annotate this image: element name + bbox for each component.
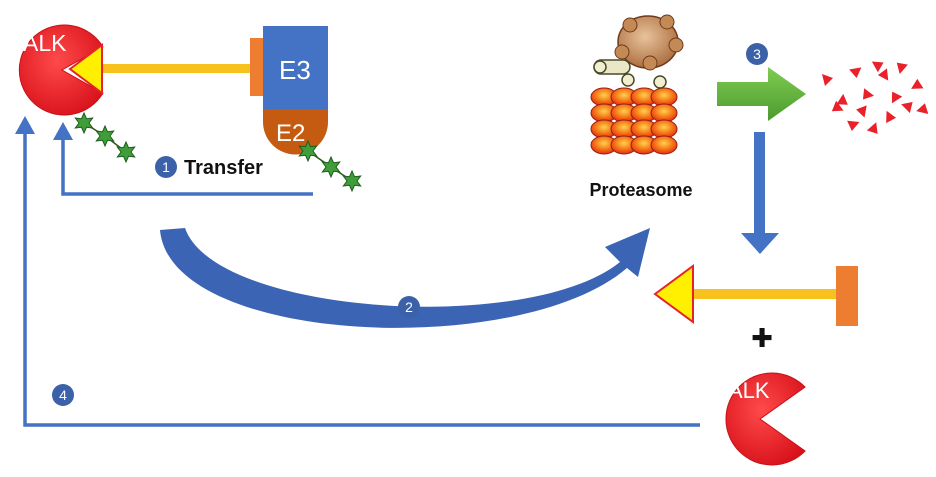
alk-target-protein-top: ALK (18, 24, 104, 116)
degradation-arrow (717, 67, 806, 121)
alk-label-bottom: ALK (728, 378, 770, 403)
curved-arrow-to-proteasome (160, 228, 650, 328)
protein-fragment (856, 105, 867, 118)
transfer-label: Transfer (184, 157, 263, 179)
protein-fragment (886, 110, 897, 124)
proteasome-label: Proteasome (589, 180, 692, 200)
ubiquitin-icon (95, 124, 115, 148)
protein-fragment (891, 91, 903, 104)
e3-ligand-released (836, 266, 858, 326)
protein-fragment (847, 120, 860, 131)
alk-warhead-released (653, 264, 694, 324)
protein-fragment (877, 68, 889, 81)
transfer-arrow (53, 122, 313, 196)
protein-fragment (822, 74, 833, 86)
svg-text:1: 1 (162, 159, 170, 175)
proteasome-subunit (650, 87, 678, 107)
protein-fragment (896, 62, 908, 74)
svg-text:4: 4 (59, 387, 67, 403)
protein-fragment (862, 88, 875, 100)
e3-ligase: E3 (263, 26, 328, 109)
ubiquitin-icon (298, 139, 318, 163)
e2-label: E2 (276, 120, 305, 147)
protein-fragment (849, 67, 862, 79)
ubiquitin-chain-e2 (298, 139, 362, 193)
protein-fragment (836, 93, 848, 105)
proteasome-icon (590, 14, 684, 155)
protein-fragment (916, 103, 929, 115)
alk-label-top: ALK (23, 30, 67, 56)
ubiquitin-icon (342, 169, 362, 193)
e2-enzyme: E2 (263, 108, 328, 155)
svg-text:3: 3 (753, 46, 761, 62)
plus-sign: ✚ (751, 324, 773, 354)
proteasome-subunit (650, 119, 678, 139)
proteasome-subunit (650, 135, 678, 155)
alk-target-protein-released: ALK (725, 372, 806, 466)
step-2-badge: 2 (398, 296, 420, 318)
step-1-badge: 1 (155, 156, 177, 178)
protein-fragment (831, 100, 844, 112)
proteasome-subunit (650, 103, 678, 123)
step-3-badge: 3 (746, 43, 768, 65)
alk-warhead (68, 43, 103, 95)
protein-fragment (911, 78, 924, 89)
recycle-arrow (15, 116, 700, 427)
e3-label: E3 (279, 55, 311, 85)
protein-fragment (866, 122, 878, 134)
release-arrow (741, 132, 779, 254)
protac-molecule-top (68, 38, 270, 96)
protein-fragment (871, 61, 884, 73)
ubiquitin-icon (321, 155, 341, 179)
proteasome-lid (593, 14, 684, 89)
protac-molecule-released (653, 264, 858, 326)
ubiquitin-icon (74, 111, 94, 135)
protein-fragment (901, 102, 913, 114)
protac-linker (100, 64, 252, 73)
degraded-fragments (822, 61, 929, 134)
ubiquitin-icon (116, 140, 136, 164)
ubiquitin-chain-alk (74, 111, 136, 164)
svg-text:2: 2 (405, 299, 413, 315)
step-4-badge: 4 (52, 384, 74, 406)
